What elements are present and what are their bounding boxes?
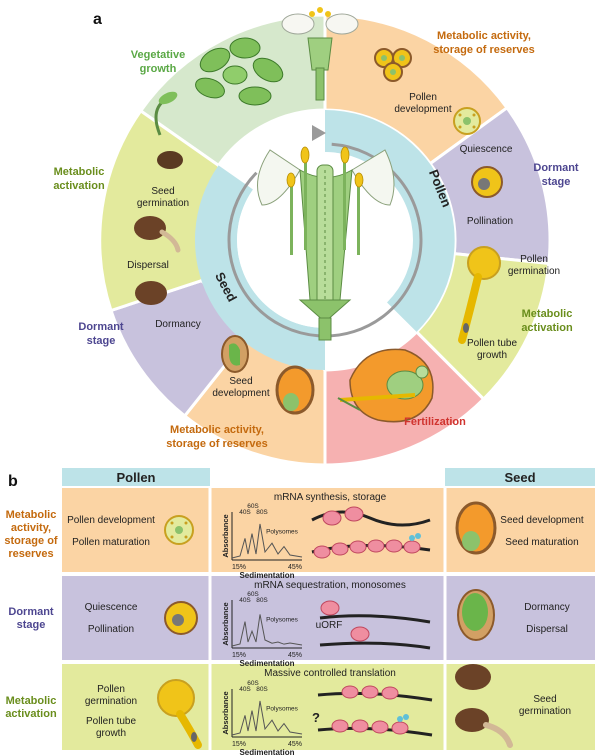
profile-trace	[231, 523, 303, 559]
profile-ylabel: Absorbance	[221, 691, 230, 734]
profile-xlabel: Sedimentation	[239, 748, 294, 755]
row-2-mature-seed-icon	[457, 589, 495, 641]
row-3-process: Massive controlled translation	[264, 668, 396, 679]
label-dormancy: Dormancy	[155, 319, 201, 330]
row-1-pollen-text-1: Pollen development	[67, 515, 155, 526]
profile-xlabel: Sedimentation	[239, 571, 294, 580]
profile-ylabel: Absorbance	[221, 602, 230, 645]
quiescent-pollen-icon	[471, 166, 503, 198]
row-2-seed-text-1: Dormancy	[524, 602, 570, 613]
row-3-germinating-pollen-icon	[157, 679, 202, 749]
seed-inner-ring	[194, 165, 325, 371]
pollen-header-bg	[62, 468, 210, 486]
peak-60s-label: 60S	[247, 591, 259, 598]
profile-trace	[231, 700, 303, 736]
profile-ylabel: Absorbance	[221, 514, 230, 557]
row-2-mrna-cartoon	[319, 600, 431, 650]
polysomes-label: Polysomes	[266, 706, 299, 713]
pollen-tetrad-icon	[374, 48, 412, 82]
row-2-quiescent-pollen-icon	[164, 601, 198, 635]
profile-tick-left: 15%	[232, 652, 246, 659]
label-dispersal: Dispersal	[127, 260, 169, 271]
profile-tick-right: 45%	[288, 652, 302, 659]
peak-60s-label: 60S	[247, 503, 259, 510]
cycle-arrow	[227, 125, 423, 338]
profile-trace	[231, 614, 303, 647]
dry-seed-icon	[135, 281, 167, 305]
label-metabolic-storage-bottom: Metabolic activity,storage of reserves	[166, 424, 268, 450]
profile-xlabel: Sedimentation	[239, 659, 294, 668]
label-quiescence: Quiescence	[460, 144, 513, 155]
profile-tick-left: 15%	[232, 564, 246, 571]
row-2-pollen-text-2: Pollination	[88, 624, 134, 635]
row-1-process: mRNA synthesis, storage	[274, 492, 387, 503]
polysomes-label: Polysomes	[266, 529, 299, 536]
polysome-profiles: Absorbance15%45%Sedimentation40S60S80SPo…	[221, 503, 303, 755]
profile-tick-left: 15%	[232, 741, 246, 748]
mature-seed-icon	[221, 335, 249, 373]
developing-seed-icon	[275, 365, 315, 415]
row-1-mrna-cartoon	[311, 506, 431, 559]
row-3-mrna-cartoon	[317, 685, 433, 737]
uorf-label: uORF	[316, 620, 343, 631]
flower-icon	[257, 146, 395, 341]
label-metabolic-storage-top: Metabolic activity,storage of reserves	[433, 30, 535, 56]
pollen-inner-ring	[325, 110, 455, 332]
life-cycle-ring	[98, 13, 552, 467]
pollen-grain-icon	[453, 107, 481, 135]
label-fertilization: Fertilization	[404, 416, 466, 428]
panel-b-label: b	[8, 473, 18, 490]
row-1-pollen-text-2: Pollen maturation	[72, 537, 150, 548]
seed-header-bg	[445, 468, 595, 486]
pollen-header: Pollen	[116, 470, 155, 485]
peak-80s-label: 80S	[256, 686, 268, 693]
polysomes-label: Polysomes	[266, 617, 299, 624]
peak-40s-label: 40S	[239, 509, 251, 516]
profile-tick-right: 45%	[288, 564, 302, 571]
peak-60s-label: 60S	[247, 680, 259, 687]
label-pollination: Pollination	[467, 216, 513, 227]
row-2-process: mRNA sequestration, monosomes	[254, 580, 406, 591]
germinating-seed-icon	[134, 216, 181, 253]
seed-header: Seed	[504, 470, 535, 485]
row-1-pollen-grain-icon	[164, 515, 194, 545]
panel-a-label: a	[93, 11, 102, 28]
flower-top-icon	[281, 7, 359, 101]
peak-80s-label: 80S	[256, 597, 268, 604]
profile-tick-right: 45%	[288, 741, 302, 748]
row-1-seed-text-1: Seed development	[500, 515, 584, 526]
row-2-pollen-text-1: Quiescence	[85, 602, 138, 613]
peak-40s-label: 40S	[239, 686, 251, 693]
row-1-developing-seed-icon	[455, 501, 497, 555]
row-2-seed-text-2: Dispersal	[526, 624, 568, 635]
ovule-icon	[337, 348, 434, 423]
question-mark: ?	[312, 710, 320, 725]
peak-80s-label: 80S	[256, 509, 268, 516]
seedling-icon	[154, 91, 183, 169]
rosette-plant-icon	[195, 37, 284, 106]
row-3-seed-icons	[455, 664, 513, 748]
germinating-pollen-icon	[458, 246, 501, 344]
row-1-seed-text-2: Seed maturation	[505, 537, 578, 548]
peak-40s-label: 40S	[239, 597, 251, 604]
row-1-bg	[62, 488, 595, 572]
